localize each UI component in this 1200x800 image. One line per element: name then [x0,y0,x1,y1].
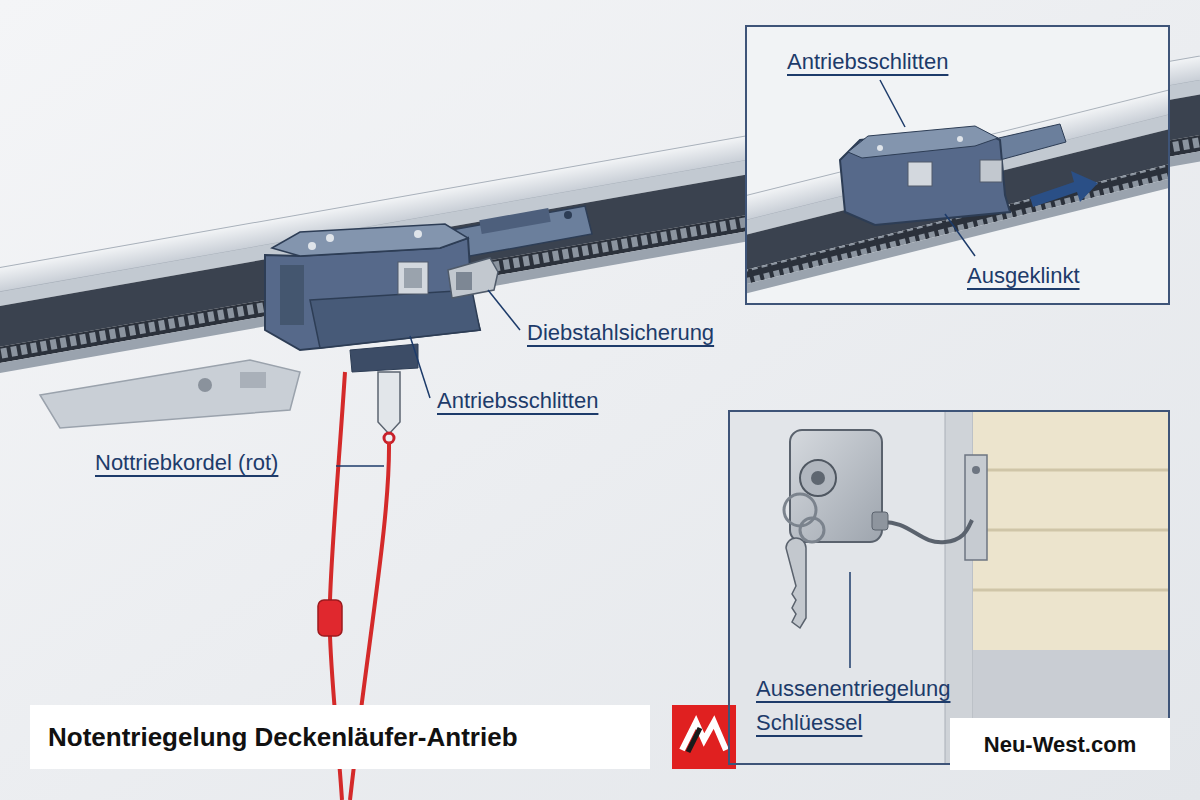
theft-lock-knob [456,272,472,290]
leader-line [336,465,384,467]
leader-line [945,214,975,256]
release-cable [880,520,972,542]
lock-cylinder [800,460,836,496]
part-label: Ausgeklinkt [967,259,1157,293]
keyhole [811,471,825,485]
cord [330,372,345,600]
leader-line [880,80,905,127]
mounting-plate [40,360,300,428]
leader-line [410,336,430,398]
screw [198,378,212,392]
direction-arrow [1030,171,1098,207]
brand-name: Neu-West.com [950,718,1170,770]
key [786,538,806,628]
door-scene [728,410,1170,765]
title-bar: Notentriegelung Deckenläufer-Antrieb [30,705,650,769]
hook [350,344,418,372]
title: Notentriegelung Deckenläufer-Antrieb [48,722,518,753]
screw [326,234,334,242]
part-label: Antriebsschlitten [437,388,598,414]
latch-inner [404,268,422,288]
screw [308,242,316,250]
cord-handle [318,600,342,636]
screw [877,145,883,151]
screw [972,466,980,474]
door-panel [973,410,1170,650]
inset-rail [745,63,1170,300]
door-slat [973,469,1170,472]
leader-line [488,290,520,330]
key-ring [800,518,824,542]
latch [398,262,428,294]
part-label: Antriebsschlitten [787,45,1027,79]
theft-lock [980,160,1002,182]
inset-panel: AntriebsschlittenAusgeklinkt [745,25,1170,305]
door-slat [973,589,1170,592]
logo [672,705,736,769]
logo-mark [688,728,700,752]
key-ring [784,494,816,526]
tongue-slot [479,208,550,234]
drawing-part [745,63,1170,300]
cable-gland [872,512,888,530]
part-label: Diebstahlsicherung [527,320,714,346]
part-label: Nottriebkordel (rot) [95,450,278,476]
door-latch [965,455,987,560]
bracket [240,372,266,388]
cord-ring [384,433,394,443]
carriage-top [272,224,468,256]
screw [414,230,422,238]
carriage-lower [310,290,480,348]
carriage-top [848,126,998,158]
carriage-side [280,265,304,325]
leader-line [849,572,851,668]
door-slat [973,529,1170,532]
screw [957,136,963,142]
latch [908,162,932,186]
inset-panel: Aussenentriegelung Schlüessel [728,410,1170,765]
screw [564,211,572,219]
eyelet [378,372,400,434]
